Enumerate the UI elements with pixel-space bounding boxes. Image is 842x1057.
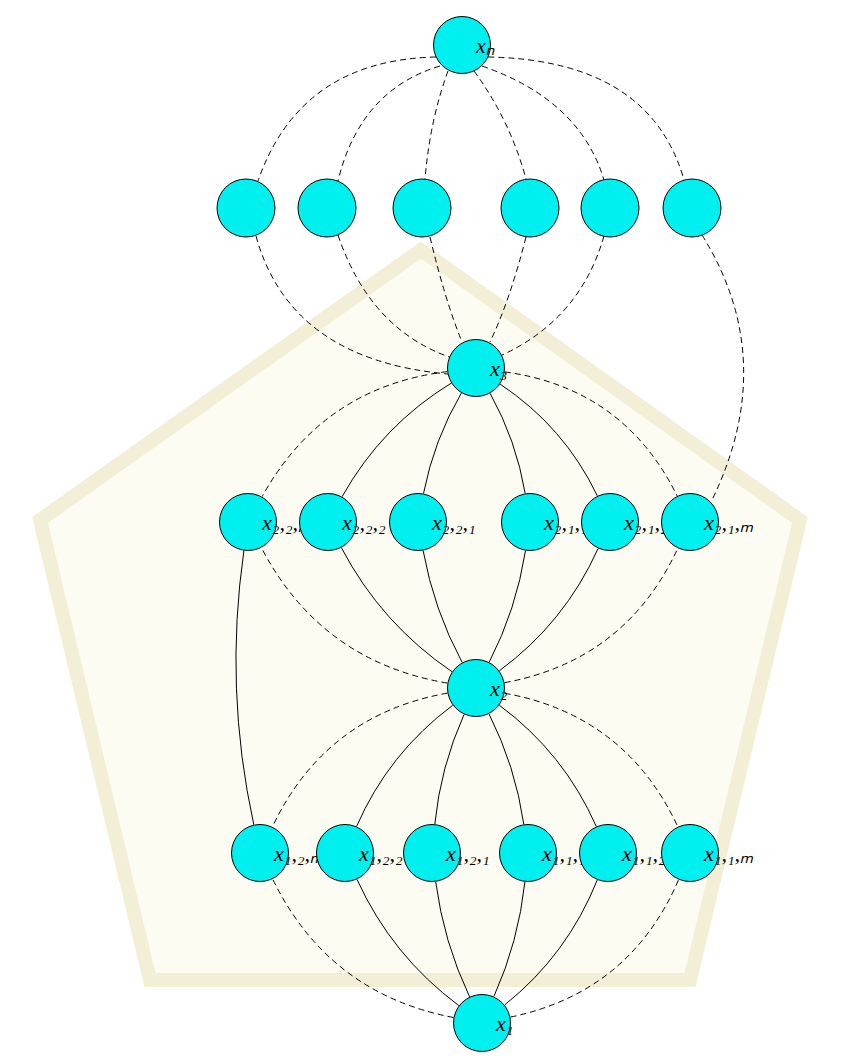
solid-edge bbox=[357, 705, 453, 826]
vertex-label: x₁,₂,ₘ bbox=[274, 842, 323, 866]
graph-vertex: x₂,₁,₂ bbox=[581, 493, 639, 551]
watermark-shape bbox=[40, 250, 800, 980]
dashed-edge bbox=[273, 879, 454, 1017]
graph-vertex: x₂ bbox=[447, 659, 505, 717]
solid-edge bbox=[500, 384, 597, 496]
graph-vertex: x₁,₂,₂ bbox=[316, 824, 374, 882]
dashed-edge bbox=[505, 693, 678, 827]
graph-vertex: x₃ bbox=[447, 339, 505, 397]
solid-edge bbox=[424, 393, 462, 494]
vertex-label: xₙ bbox=[476, 34, 495, 58]
graph-vertex: x₁,₁,₁ bbox=[499, 824, 557, 882]
graph-vertex: x₂,₂,₁ bbox=[389, 493, 447, 551]
vertex-label: x₃ bbox=[490, 357, 507, 381]
solid-edge bbox=[341, 548, 452, 672]
solid-edge bbox=[499, 705, 596, 826]
solid-edge bbox=[236, 551, 254, 825]
graph-vertex: x₂,₁,ₘ bbox=[661, 493, 719, 551]
solid-edge bbox=[494, 882, 525, 997]
vertex-label: x₁,₁,₂ bbox=[622, 842, 666, 866]
graph-vertex: x₁,₂,₁ bbox=[403, 824, 461, 882]
solid-edge bbox=[342, 383, 451, 497]
dashed-edge bbox=[505, 372, 678, 496]
graph-vertex: x₁,₂,ₘ bbox=[231, 824, 289, 882]
dashed-edge bbox=[261, 548, 447, 683]
solid-edge bbox=[490, 393, 525, 493]
dashed-edge bbox=[505, 548, 678, 682]
solid-edge bbox=[435, 714, 464, 824]
vertex-label: x₁,₂,₁ bbox=[446, 842, 490, 866]
vertex-label: x₂,₁,ₘ bbox=[704, 511, 753, 535]
solid-edge bbox=[436, 882, 470, 997]
solid-edge bbox=[505, 880, 598, 1005]
dashed-edge bbox=[510, 880, 678, 1017]
vertex-label: x₂ bbox=[490, 677, 507, 701]
graph-vertex: x₂,₁,₁ bbox=[501, 493, 559, 551]
vertex-label: x₂,₂,₂ bbox=[342, 511, 386, 535]
dashed-links bbox=[256, 57, 744, 500]
vertex-label: x₁,₂,₂ bbox=[359, 842, 403, 866]
vertex-label: x₁,₁,ₘ bbox=[704, 842, 753, 866]
graph-vertex: x₁,₁,₂ bbox=[579, 824, 637, 882]
vertex-label: x₁ bbox=[496, 1012, 513, 1036]
graph-vertex: x₂,₂,ₘ bbox=[219, 493, 277, 551]
solid-edge bbox=[499, 549, 598, 671]
vertex-label: x₂,₂,₁ bbox=[432, 511, 476, 535]
solid-edge bbox=[357, 879, 459, 1005]
graph-vertex: xₙ bbox=[433, 16, 491, 74]
graph-vertex: x₁,₁,ₘ bbox=[661, 824, 719, 882]
solid-edge bbox=[489, 714, 524, 824]
graph-vertex: x₁ bbox=[453, 994, 511, 1052]
unlabeled-vertices bbox=[217, 179, 721, 237]
dashed-edge bbox=[272, 693, 447, 827]
solid-edge bbox=[489, 551, 525, 663]
graph-vertex: x₂,₂,₂ bbox=[299, 493, 357, 551]
dashed-edge bbox=[262, 372, 447, 497]
solid-edge bbox=[423, 551, 462, 663]
